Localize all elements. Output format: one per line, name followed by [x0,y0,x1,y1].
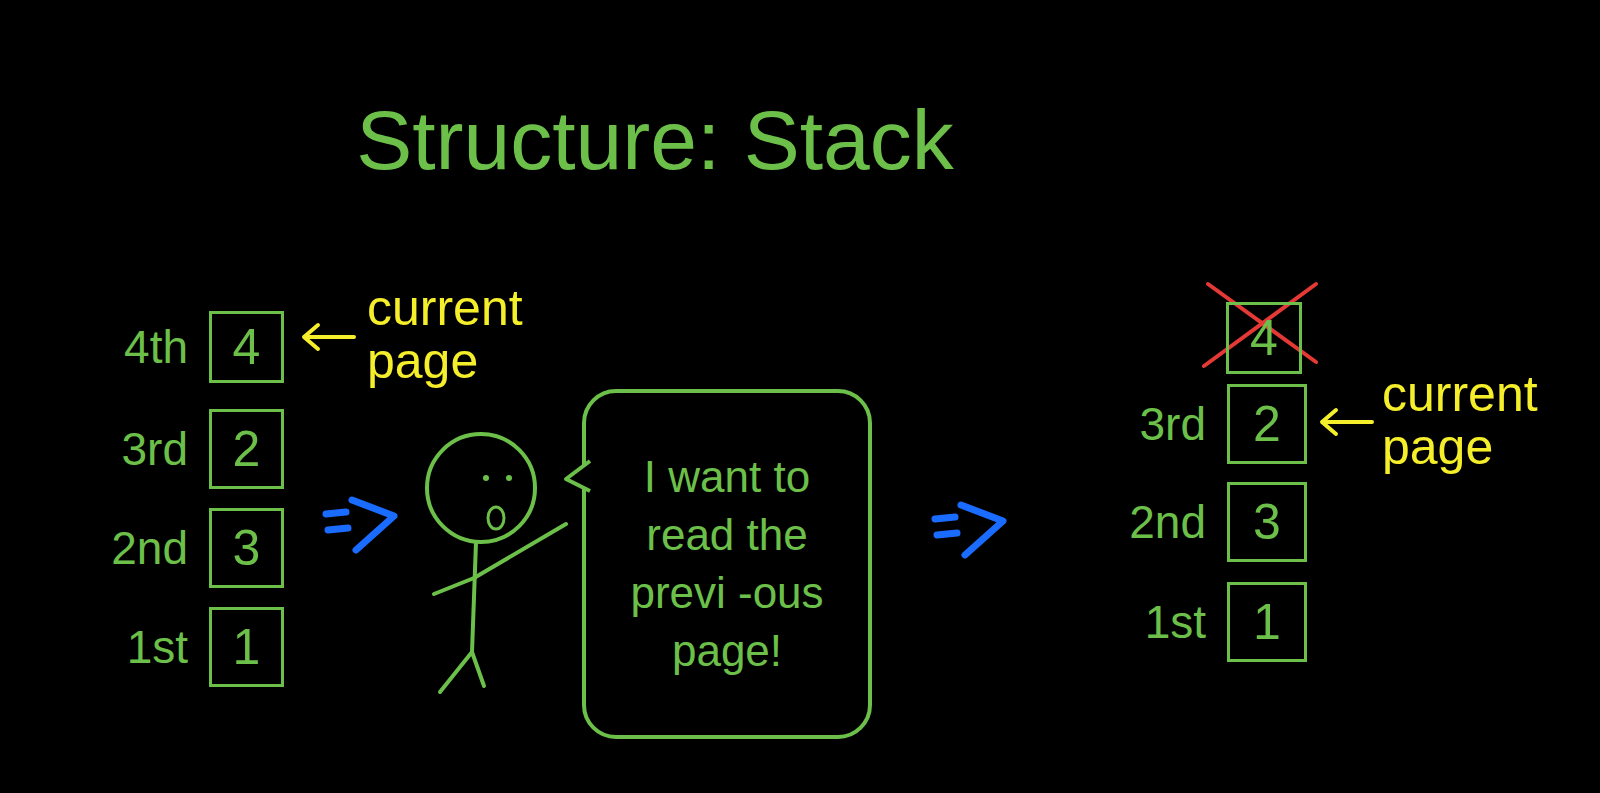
figure-mouth [488,507,504,529]
page-number: 4 [1250,313,1278,363]
stack-page-box: 3rd2 [1227,384,1307,464]
pointer-arrow [1322,410,1372,434]
speech-text: I want to read the previ -ous page! [604,448,850,680]
stack-page-box: 3rd2 [209,409,284,489]
diagram-title: Structure: Stack [0,92,1310,189]
stack-page-box: 2nd3 [1227,482,1307,562]
stack-page-box: 4 [1226,302,1302,374]
page-number: 3 [1253,497,1281,547]
speech-bubble: I want to read the previ -ous page! [582,389,872,739]
position-label: 1st [1145,599,1206,645]
position-label: 2nd [1129,499,1206,545]
pointer-label: current page [1382,368,1587,473]
pointer-label: current page [367,282,582,387]
figure-eye [506,475,512,481]
flow-arrow [935,505,1003,555]
stack-page-box: 2nd3 [209,508,284,588]
page-number: 2 [233,424,261,474]
page-number: 4 [233,322,261,372]
position-label: 4th [124,324,188,370]
page-number: 2 [1253,399,1281,449]
position-label: 2nd [111,525,188,571]
page-number: 3 [233,523,261,573]
figure-body [472,542,476,652]
figure-head [427,434,535,542]
figure-eye [483,475,489,481]
position-label: 3rd [122,426,188,472]
position-label: 1st [127,624,188,670]
figure-legs [440,652,484,692]
position-label: 3rd [1140,401,1206,447]
flow-arrow [326,500,394,550]
stack-page-box: 1st1 [1227,582,1307,662]
stack-page-box: 4th4 [209,311,284,383]
bubble-tail [562,457,592,497]
pointer-arrow [304,325,354,349]
stack-page-box: 1st1 [209,607,284,687]
page-number: 1 [1253,597,1281,647]
page-number: 1 [233,622,261,672]
figure-arms [434,524,566,594]
